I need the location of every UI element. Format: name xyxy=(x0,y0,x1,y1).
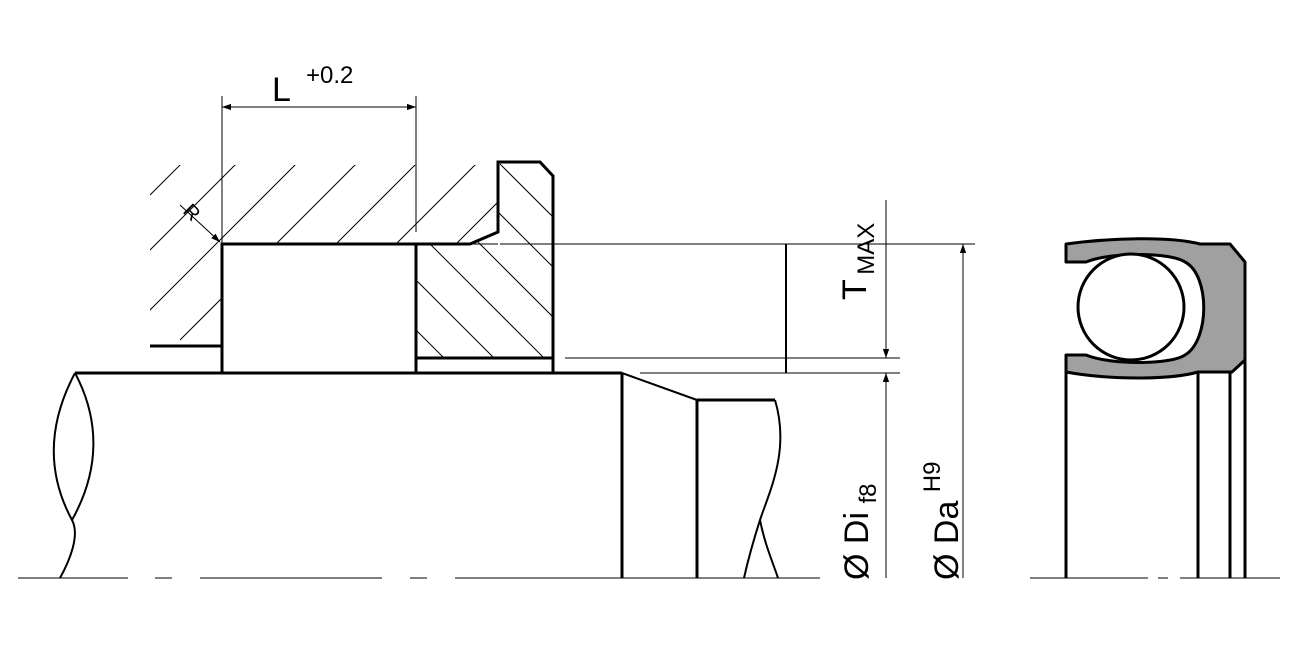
housing-hatching xyxy=(150,165,498,341)
seal-cross-section xyxy=(1064,237,1247,578)
t-max-label: T xyxy=(836,279,874,300)
shaft xyxy=(52,371,782,579)
seal-jacket xyxy=(1064,237,1247,380)
radius-label: R xyxy=(178,200,204,226)
da-superscript: H9 xyxy=(919,462,946,493)
dimension-inner-diameter: Ø Di f8 xyxy=(838,484,882,580)
da-label: Ø Da xyxy=(928,501,966,580)
di-label: Ø Di xyxy=(838,512,876,580)
svg-text:Ø Da H9: Ø Da H9 xyxy=(919,462,966,581)
o-ring xyxy=(1076,252,1186,362)
di-subscript: f8 xyxy=(855,484,882,504)
dimension-outer-diameter: Ø Da H9 xyxy=(919,244,967,581)
length-tolerance-label: +0.2 xyxy=(306,62,353,89)
length-label: L xyxy=(272,71,291,109)
svg-text:T MAX: T MAX xyxy=(836,223,880,300)
dimension-length: L +0.2 xyxy=(222,62,416,111)
radius-callout: R xyxy=(178,200,221,243)
groove-outline xyxy=(150,160,555,373)
dimension-thickness: T MAX xyxy=(836,200,890,578)
svg-text:Ø Di f8: Ø Di f8 xyxy=(838,484,882,580)
extension-lines xyxy=(221,96,975,374)
t-max-subscript: MAX xyxy=(853,223,880,275)
insert-hatching xyxy=(416,162,553,358)
